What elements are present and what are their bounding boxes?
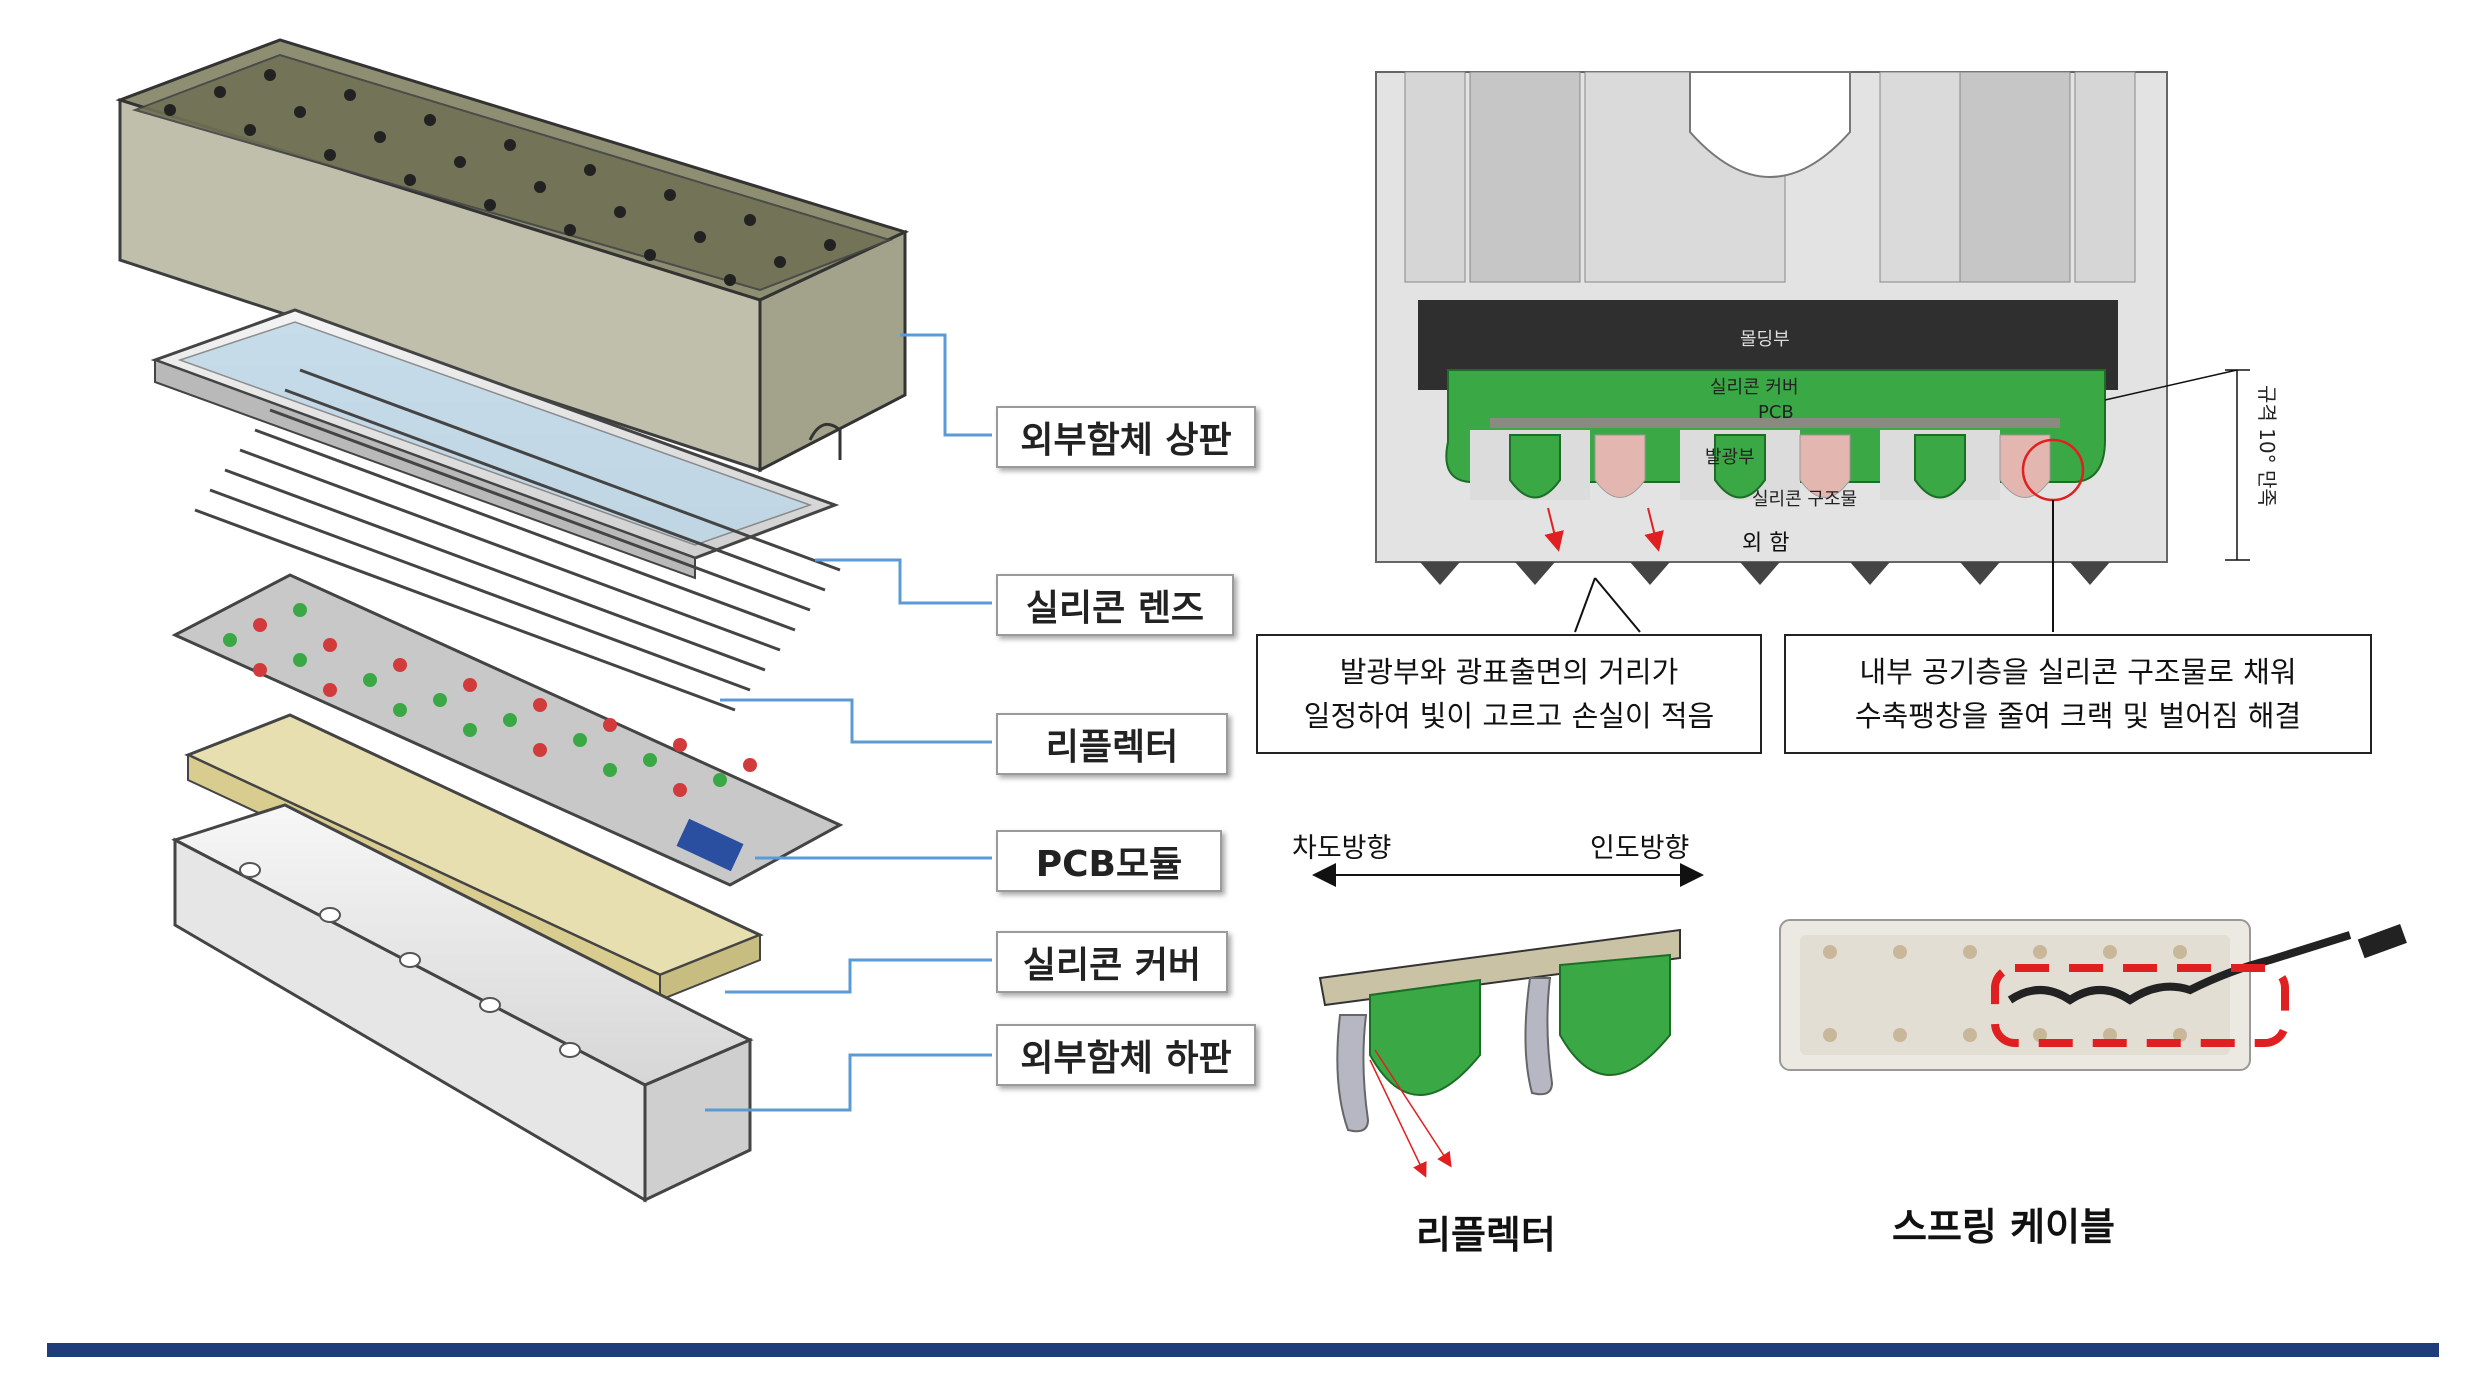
reflector-detail (1312, 863, 1704, 1178)
label-housing-top: 외부함체 상판 (996, 406, 1256, 468)
bottom-divider-bar (47, 1343, 2439, 1357)
cs-spec-label: 규격 10° 만족 (2255, 385, 2279, 507)
caption-spring-cable: 스프링 케이블 (1892, 1205, 2115, 1249)
note-left: 발광부와 광표출면의 거리가 일정하여 빛이 고르고 손실이 적음 (1256, 634, 1762, 754)
note-right-line-2: 수축팽창을 줄여 크랙 및 벌어짐 해결 (1854, 699, 2302, 733)
label-silicone-lens: 실리콘 렌즈 (996, 574, 1234, 636)
direction-right: 인도방향 (1590, 833, 1690, 864)
label-silicone-cover: 실리콘 커버 (996, 931, 1228, 993)
housing-bottom-illustration (171, 803, 754, 1203)
cs-label-molding: 몰딩부 (1740, 329, 1790, 350)
caption-reflector: 리플렉터 (1416, 1213, 1556, 1257)
cs-label-housing: 외 함 (1742, 531, 1790, 556)
note-left-line-2: 일정하여 빛이 고르고 손실이 적음 (1303, 699, 1715, 733)
housing-top-illustration (115, 38, 910, 473)
label-reflector: 리플렉터 (996, 713, 1228, 775)
label-housing-bottom: 외부함체 하판 (996, 1024, 1256, 1086)
exploded-view (115, 38, 992, 1203)
reflector-illustration (194, 368, 841, 712)
note-left-line-1: 발광부와 광표출면의 거리가 (1339, 655, 1679, 689)
cs-label-silicone-structure: 실리콘 구조물 (1752, 489, 1858, 510)
cross-section (1375, 71, 2250, 633)
cs-label-emitter: 발광부 (1705, 447, 1755, 468)
direction-left: 차도방향 (1292, 833, 1392, 864)
spring-cable-photo (1779, 919, 2407, 1071)
pcb-module-illustration (171, 573, 844, 887)
cs-label-pcb: PCB (1758, 402, 1794, 423)
cs-label-silicone-cover: 실리콘 커버 (1710, 377, 1799, 398)
note-right: 내부 공기층을 실리콘 구조물로 채워 수축팽창을 줄여 크랙 및 벌어짐 해결 (1784, 634, 2372, 754)
label-pcb-module: PCB모듈 (996, 830, 1222, 892)
note-right-line-1: 내부 공기층을 실리콘 구조물로 채워 (1859, 655, 2297, 689)
leader-lines (705, 333, 992, 1112)
